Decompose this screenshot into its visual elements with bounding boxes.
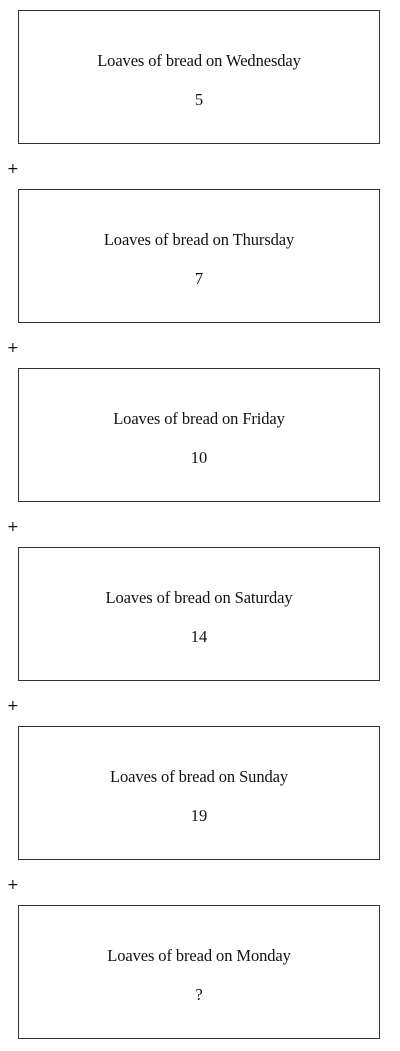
card-value: ? (195, 985, 203, 1004)
plus-sign: + (7, 161, 19, 177)
card-label: Loaves of bread on Saturday (105, 588, 293, 607)
card-label: Loaves of bread on Thursday (103, 230, 295, 249)
card-thursday: Loaves of bread on Thursday 7 (18, 189, 380, 323)
card-value: 10 (190, 448, 208, 467)
card-monday: Loaves of bread on Monday ? (18, 905, 380, 1039)
plus-sign: + (7, 519, 19, 535)
card-label: Loaves of bread on Wednesday (97, 51, 301, 70)
card-value: 19 (190, 806, 208, 825)
card-label: Loaves of bread on Sunday (109, 767, 289, 786)
card-value: 5 (194, 90, 204, 109)
card-wednesday: Loaves of bread on Wednesday 5 (18, 10, 380, 144)
card-friday: Loaves of bread on Friday 10 (18, 368, 380, 502)
plus-sign: + (7, 877, 19, 893)
card-value: 14 (190, 627, 208, 646)
card-saturday: Loaves of bread on Saturday 14 (18, 547, 380, 681)
plus-sign: + (7, 698, 19, 714)
card-label: Loaves of bread on Friday (113, 409, 285, 428)
card-value: 7 (194, 269, 204, 288)
card-label: Loaves of bread on Monday (107, 946, 291, 965)
card-sunday: Loaves of bread on Sunday 19 (18, 726, 380, 860)
plus-sign: + (7, 340, 19, 356)
